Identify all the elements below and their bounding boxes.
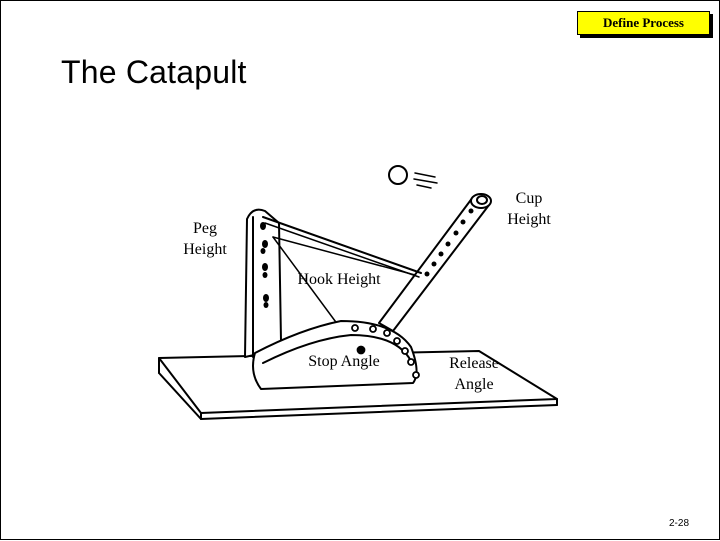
stop-holes (351, 324, 420, 379)
release-angle-label: Release Angle (439, 353, 509, 395)
page-number: 2-28 (669, 518, 690, 529)
peg-height-label: Peg Height (173, 218, 237, 260)
cup-height-label: Cup Height (497, 188, 561, 230)
rubber-band (262, 216, 422, 274)
section-tag: Define Process (577, 11, 713, 38)
stop-angle-text: Stop Angle (308, 353, 380, 370)
ball (388, 165, 408, 185)
cup-height-text: Cup Height (507, 190, 551, 228)
page-title: The Catapult (61, 54, 247, 90)
adjustment-holes (260, 208, 474, 308)
hook-height-text: Hook Height (297, 271, 381, 288)
release-angle-text: Release Angle (449, 355, 499, 393)
upright-post (244, 208, 282, 358)
hook-height-label: Hook Height (289, 269, 389, 290)
section-tag-label: Define Process (577, 11, 710, 35)
stop-angle-label: Stop Angle (299, 351, 389, 372)
peg-height-text: Peg Height (183, 220, 227, 258)
